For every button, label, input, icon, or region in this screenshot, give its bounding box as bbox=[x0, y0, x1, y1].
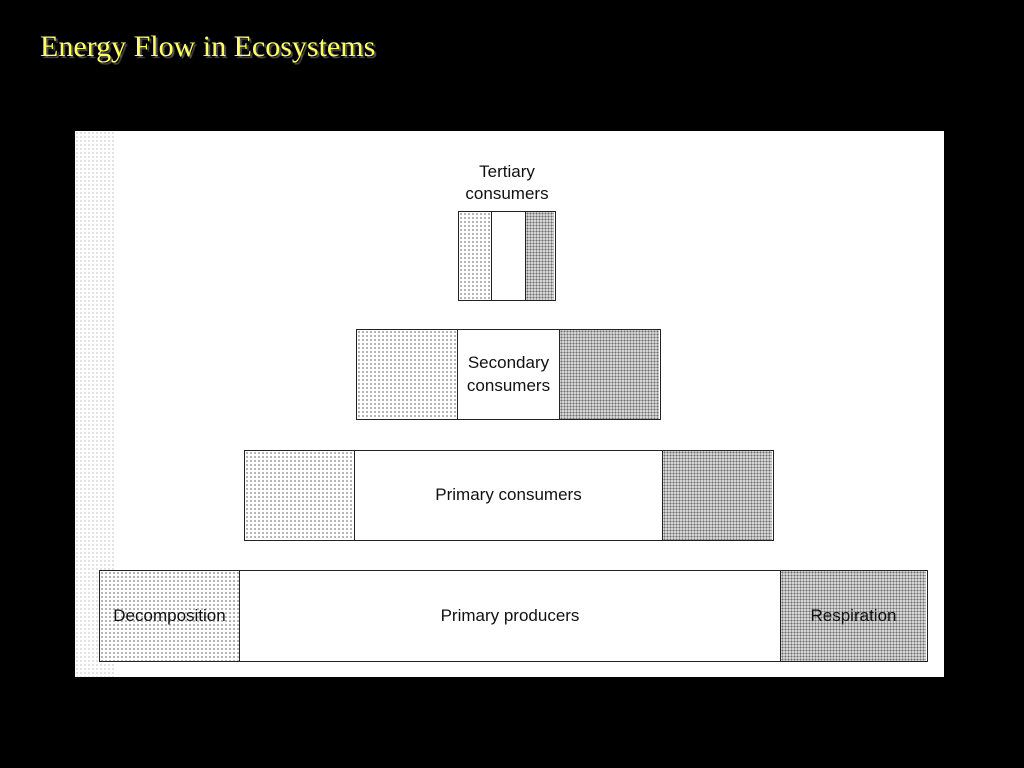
tertiary-energy-segment bbox=[492, 212, 525, 300]
primary-producers-block: Decomposition Primary producers Respirat… bbox=[99, 570, 928, 662]
tertiary-decomposition-segment bbox=[459, 212, 492, 300]
tertiary-consumers-block bbox=[458, 211, 556, 301]
primary-consumers-segment: Primary consumers bbox=[355, 451, 662, 540]
primary-producers-segment: Primary producers bbox=[240, 571, 780, 661]
secondary-decomposition-segment bbox=[357, 330, 458, 419]
decomposition-segment: Decomposition bbox=[100, 571, 240, 661]
primary-consumers-block: Primary consumers bbox=[244, 450, 774, 541]
secondary-respiration-segment bbox=[559, 330, 659, 419]
tertiary-consumers-label: Tertiary consumers bbox=[447, 161, 567, 205]
tertiary-label-line1: Tertiary bbox=[479, 162, 535, 181]
secondary-label-line2: consumers bbox=[466, 375, 551, 395]
secondary-label-line1: Secondary bbox=[467, 353, 550, 373]
secondary-consumers-block: Secondary consumers bbox=[356, 329, 661, 420]
respiration-segment: Respiration bbox=[780, 571, 926, 661]
tertiary-label-line2: consumers bbox=[465, 184, 549, 204]
energy-pyramid-figure: Tertiary consumers Secondary consumers P… bbox=[75, 131, 944, 677]
secondary-consumers-segment: Secondary consumers bbox=[458, 330, 559, 419]
tertiary-respiration-segment bbox=[525, 212, 554, 300]
slide-title: Energy Flow in Ecosystems bbox=[40, 30, 376, 63]
primary-consumers-respiration-segment bbox=[662, 451, 772, 540]
primary-consumers-decomposition-segment bbox=[245, 451, 355, 540]
